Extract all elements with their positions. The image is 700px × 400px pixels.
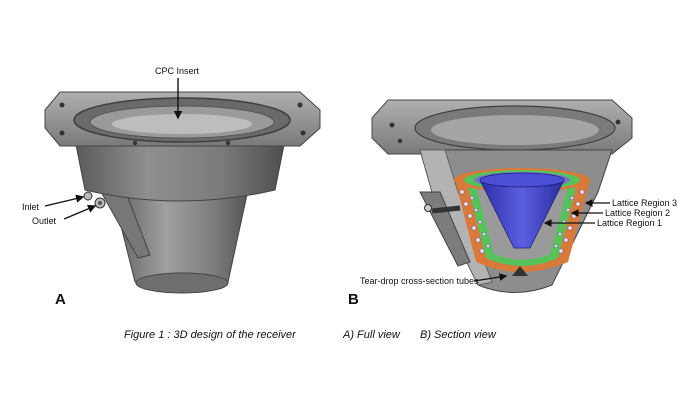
bolt-hole-icon xyxy=(225,140,231,146)
section-opening-inner xyxy=(431,115,599,145)
bolt-hole-icon xyxy=(615,119,621,125)
panel-b-letter: B xyxy=(348,291,359,308)
label-outlet: Outlet xyxy=(32,216,57,226)
bolt-hole-icon xyxy=(297,102,303,108)
figure-caption: Figure 1 : 3D design of the receiver A) … xyxy=(124,329,497,341)
section-port-icon xyxy=(424,204,432,212)
caption-part-b: B) Section view xyxy=(420,329,497,341)
panel-b-section-view: Lattice Region 3 Lattice Region 2 Lattic… xyxy=(348,99,677,308)
outlet-port-bore xyxy=(98,201,102,205)
arrow-teardrop-tubes xyxy=(473,273,508,282)
label-lattice-region-2: Lattice Region 2 xyxy=(605,208,670,218)
tube-markers xyxy=(459,189,585,254)
teardrop-tube-icon xyxy=(512,266,528,276)
section-inlet-tube xyxy=(431,205,461,214)
panel-a-full-view: CPC Insert Inlet Outlet A xyxy=(22,66,321,308)
bolt-hole-icon xyxy=(389,122,395,128)
insert-rim xyxy=(479,172,565,188)
receiver-cylinder xyxy=(74,139,286,202)
label-lattice-region-1: Lattice Region 1 xyxy=(597,218,662,228)
arrow-inlet xyxy=(44,194,85,207)
receiver-cone-tip xyxy=(135,272,229,294)
panel-a-letter: A xyxy=(55,291,66,308)
inlet-port-icon xyxy=(83,191,93,201)
bolt-hole-icon xyxy=(59,130,65,136)
label-teardrop-tubes: Tear-drop cross-section tubes xyxy=(360,276,479,286)
bolt-hole-icon xyxy=(300,130,306,136)
label-lattice-region-3: Lattice Region 3 xyxy=(612,198,677,208)
bolt-hole-icon xyxy=(59,102,65,108)
label-cpc-insert: CPC Insert xyxy=(155,66,200,76)
label-inlet: Inlet xyxy=(22,202,40,212)
caption-title: Figure 1 : 3D design of the receiver xyxy=(124,329,297,341)
caption-part-a: A) Full view xyxy=(342,329,401,341)
cpc-opening-throat xyxy=(112,114,252,134)
bolt-hole-icon xyxy=(397,138,403,144)
bolt-hole-icon xyxy=(132,140,138,146)
arrow-outlet xyxy=(63,204,97,220)
